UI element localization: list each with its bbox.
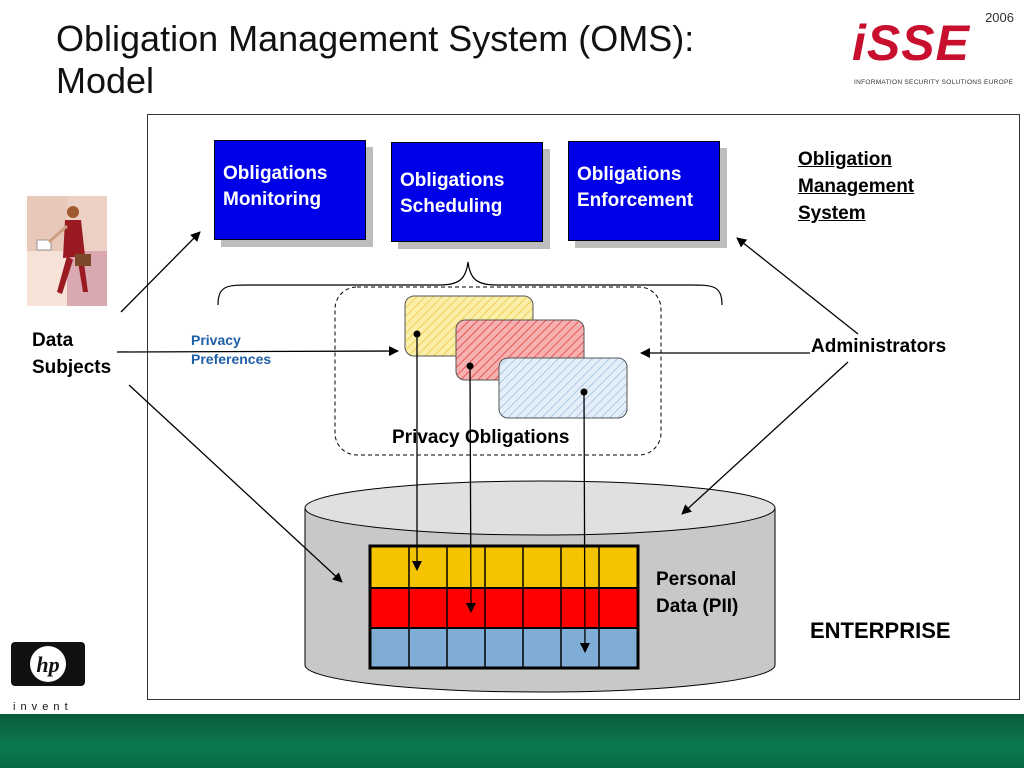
box-label-line1: Obligations	[577, 164, 682, 185]
box-label-line2: Monitoring	[223, 189, 322, 210]
data-subject-photo	[27, 196, 107, 306]
privacy-preferences-line2: Preferences	[191, 351, 272, 367]
box-label-line1: Obligations	[223, 163, 328, 184]
isse-subtitle: INFORMATION SECURITY SOLUTIONS EUROPE	[854, 79, 1014, 86]
title-line-2: Model	[56, 60, 155, 101]
enterprise-label: ENTERPRISE	[810, 618, 951, 643]
privacy-preferences-line1: Privacy	[191, 332, 241, 348]
data-subjects-label: Data Subjects	[32, 327, 111, 381]
oms-label-line2: Management	[798, 176, 915, 197]
privacy-preferences-label: Privacy Preferences	[191, 331, 271, 369]
hp-tagline: i n v e n t	[13, 701, 69, 713]
obligations-scheduling-box: Obligations Scheduling	[391, 142, 543, 242]
page-title: Obligation Management System (OMS): Mode…	[56, 18, 694, 102]
grouping-brace	[217, 261, 723, 306]
arrow-admins-to-enforcement	[736, 237, 859, 335]
oms-label: Obligation Management System	[798, 146, 914, 227]
personal-data-line1: Personal	[656, 569, 737, 590]
oms-label-line3: System	[798, 203, 866, 224]
box-label-line2: Scheduling	[400, 196, 503, 217]
obligations-monitoring-box: Obligations Monitoring	[214, 140, 366, 240]
database-cylinder-top	[304, 480, 776, 536]
obligation-card-blue	[498, 357, 628, 419]
data-subjects-line2: Subjects	[32, 357, 112, 378]
title-line-1: Obligation Management System (OMS):	[56, 18, 695, 59]
oms-label-line1: Obligation	[798, 149, 892, 170]
privacy-obligations-region	[334, 286, 662, 456]
footer-band	[0, 714, 1024, 768]
isse-wordmark: iSSE	[852, 15, 970, 71]
arrow-subjects-to-monitoring	[120, 231, 201, 313]
administrators-label: Administrators	[811, 336, 947, 357]
personal-data-label: Personal Data (PII)	[656, 566, 738, 620]
isse-year: 2006	[985, 10, 1014, 25]
pii-table	[368, 544, 640, 670]
hp-logo: hp i n v e n t	[9, 640, 89, 713]
privacy-obligations-label: Privacy Obligations	[392, 427, 570, 448]
hp-logo-mark: hp	[11, 642, 85, 686]
box-label-line2: Enforcement	[577, 190, 694, 211]
isse-logo: 2006 iSSE INFORMATION SECURITY SOLUTIONS…	[846, 6, 1018, 92]
hp-mark-text: hp	[36, 652, 59, 677]
arrow-subjects-to-data	[128, 384, 343, 583]
arrow-preferences-to-obligations	[116, 346, 399, 357]
personal-data-line2: Data (PII)	[656, 596, 739, 617]
arrow-admins-to-data	[681, 361, 849, 515]
obligation-links	[412, 334, 590, 653]
obligations-enforcement-box: Obligations Enforcement	[568, 141, 720, 241]
enterprise-frame	[147, 114, 1020, 700]
box-label-line1: Obligations	[400, 170, 505, 191]
data-subjects-line1: Data	[32, 330, 74, 351]
